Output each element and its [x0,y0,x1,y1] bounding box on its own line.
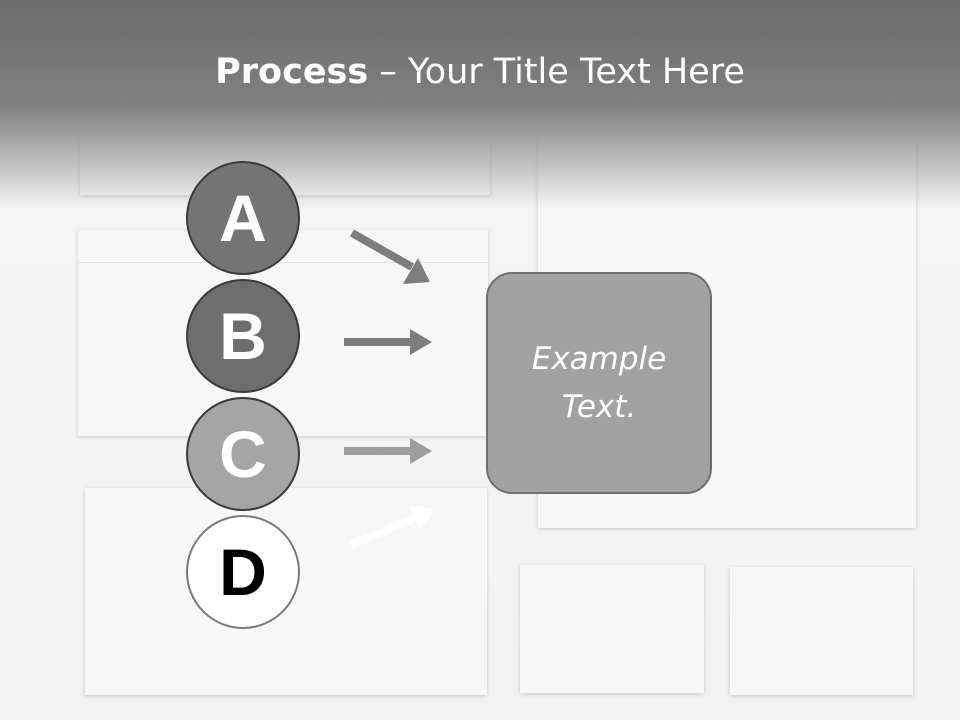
background-business-card-left [520,565,704,693]
step-d-circle: D [186,515,300,629]
example-text-box: Example Text. [486,272,712,494]
step-a-circle: A [186,161,300,275]
arrow-d [349,506,434,549]
page-title: Process – Your Title Text Here [0,52,960,92]
title-bold-part: Process [215,52,369,92]
step-a-letter: A [219,181,267,255]
title-rest-part: – Your Title Text Here [368,52,745,92]
envelope-flap [78,230,488,263]
step-b-circle: B [186,279,300,393]
step-b-letter: B [219,299,267,373]
step-c-letter: C [219,417,267,491]
step-c-circle: C [186,397,300,511]
header-band [0,0,960,210]
example-text: Example Text. [531,341,667,425]
arrow-a [350,229,430,284]
step-d-letter: D [219,535,267,609]
background-business-card-right [730,567,913,695]
arrow-b [344,329,432,355]
arrow-c [344,438,432,464]
